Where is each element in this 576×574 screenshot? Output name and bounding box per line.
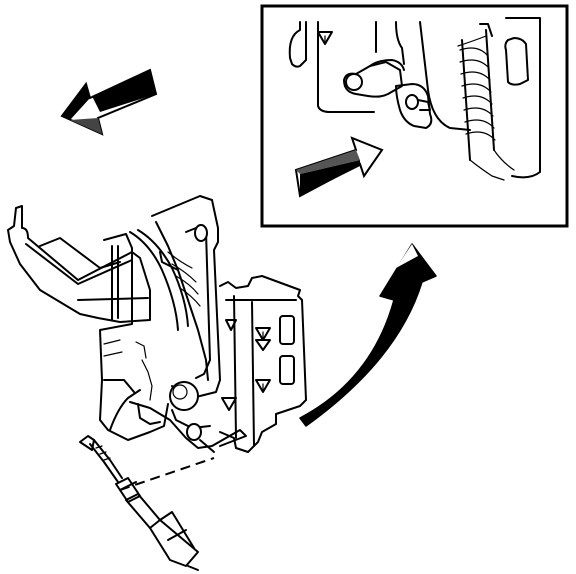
callout-arrow-curved	[299, 243, 437, 427]
triangle-marker	[255, 327, 271, 341]
alignment-dashed-line	[119, 457, 215, 491]
mount-slot-upper	[279, 315, 295, 345]
latch-bracket-lever	[7, 205, 151, 323]
inset-arrow-right	[294, 136, 384, 198]
triangle-marker	[225, 319, 237, 331]
mounting-bracket-right	[219, 275, 307, 453]
triangle-marker	[221, 397, 237, 411]
cable-attach-lever	[129, 341, 247, 453]
pivot-bushing	[343, 59, 433, 129]
triangle-marker	[255, 379, 271, 393]
triangle-marker	[255, 339, 271, 351]
pivot-hole-top	[194, 224, 208, 242]
primary-latch-lever	[129, 195, 221, 399]
triangle-marker	[317, 31, 333, 45]
release-cable	[79, 435, 199, 571]
mount-slot-lower	[279, 355, 295, 385]
detail-inset	[260, 4, 569, 228]
inset-latch-housing	[288, 17, 541, 181]
hood-latch-assembly	[7, 195, 307, 491]
latch-spring	[457, 23, 515, 181]
secondary-latch-knob	[169, 381, 211, 429]
direction-arrow-up-left	[60, 68, 158, 136]
latch-main-plate	[99, 233, 169, 441]
